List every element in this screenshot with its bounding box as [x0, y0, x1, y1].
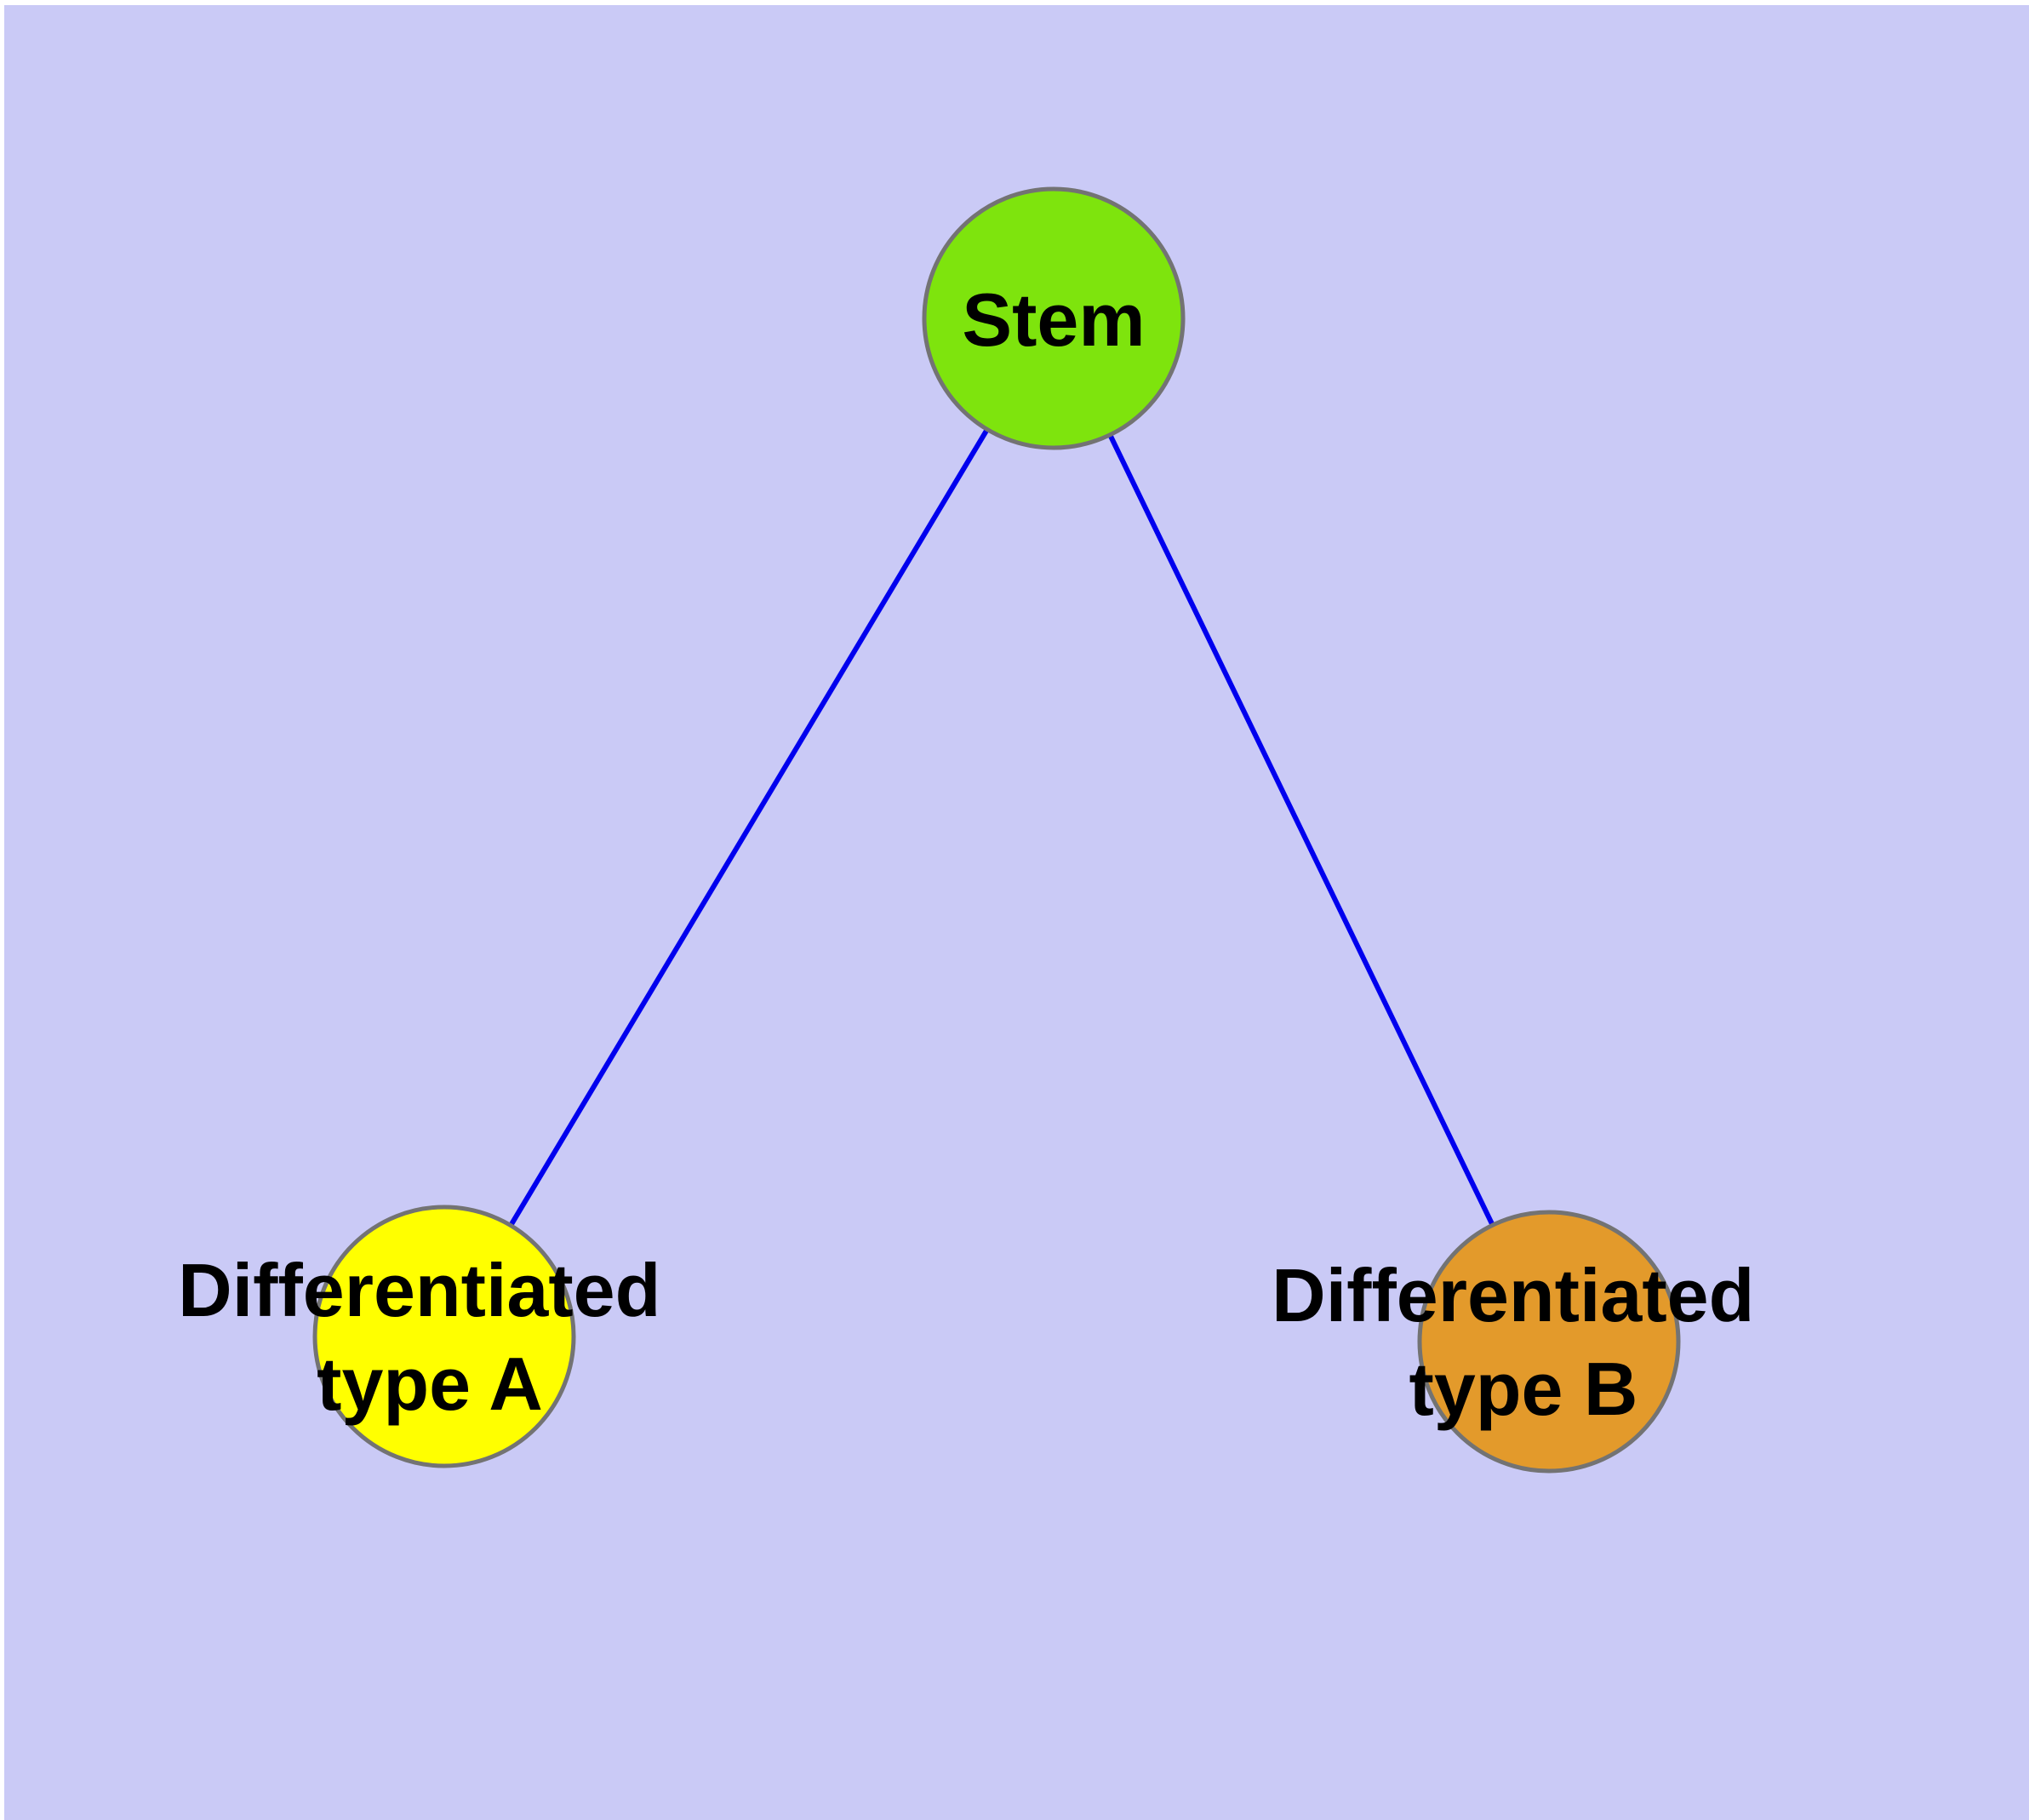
edge-stem-to-type-b: [1051, 317, 1552, 1343]
node-type-a-label-line2: type A: [317, 1342, 543, 1426]
node-type-a-label: Differentiated type A: [178, 1248, 682, 1426]
node-stem-label: Stem: [962, 278, 1145, 362]
node-type-a-label-line1: Differentiated: [178, 1248, 660, 1332]
node-stem: [922, 186, 1186, 450]
node-type-b-label-line1: Differentiated: [1272, 1253, 1754, 1337]
node-type-b-label-line2: type B: [1409, 1347, 1638, 1431]
node-differentiated-type-a: [312, 1205, 576, 1468]
node-differentiated-type-b: [1417, 1210, 1681, 1474]
edge-stem-to-type-a: [442, 317, 1056, 1338]
node-type-b-label: Differentiated type B: [1272, 1253, 1775, 1431]
